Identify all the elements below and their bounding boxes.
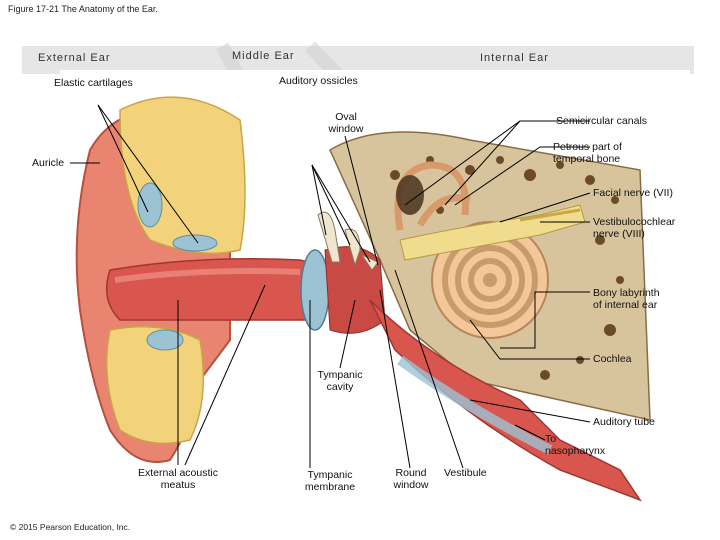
label-tympanic-membrane: Tympanic membrane (304, 469, 356, 493)
label-petrous-part: Petrous part of temporal bone (553, 141, 622, 165)
external-acoustic-meatus-canal (105, 258, 321, 321)
elastic-cartilage-2 (172, 234, 218, 252)
label-auditory-tube: Auditory tube (593, 416, 655, 428)
label-elastic-cartilages: Elastic cartilages (54, 77, 133, 89)
label-tympanic-cavity: Tympanic cavity (317, 369, 363, 393)
cartilage-lower (105, 325, 205, 445)
label-bony-labyrinth: Bony labyrinth of internal ear (593, 287, 660, 311)
label-cochlea: Cochlea (593, 353, 632, 365)
region-external-ear: External Ear (38, 52, 111, 64)
figure-title: Figure 17-21 The Anatomy of the Ear. (8, 4, 158, 14)
label-round-window: Round window (393, 467, 429, 491)
label-vestibulocochlear-nerve: Vestibulocochlear nerve (VIII) (593, 216, 676, 240)
stapes (360, 253, 379, 271)
label-auricle: Auricle (32, 157, 65, 169)
label-vestibule: Vestibule (444, 467, 487, 479)
region-internal-ear: Internal Ear (480, 52, 549, 64)
region-header-bar (22, 46, 694, 74)
tympanic-membrane-shape (300, 249, 330, 331)
bone-spots (390, 156, 624, 380)
copyright-notice: © 2015 Pearson Education, Inc. (10, 522, 131, 532)
region-middle-ear: Middle Ear (232, 50, 295, 62)
label-facial-nerve: Facial nerve (VII) (593, 187, 673, 199)
label-to-nasopharynx: To nasopharynx (545, 433, 606, 457)
label-semicircular-canals: Semicircular canals (556, 115, 648, 127)
label-auditory-ossicles: Auditory ossicles (279, 75, 358, 87)
leader-lines (70, 104, 591, 469)
elastic-cartilage-1 (137, 182, 163, 228)
cartilage-lower-blue (146, 329, 184, 351)
label-external-acoustic-meatus: External acoustic meatus (138, 467, 218, 491)
label-oval-window: Oval window (328, 111, 364, 135)
